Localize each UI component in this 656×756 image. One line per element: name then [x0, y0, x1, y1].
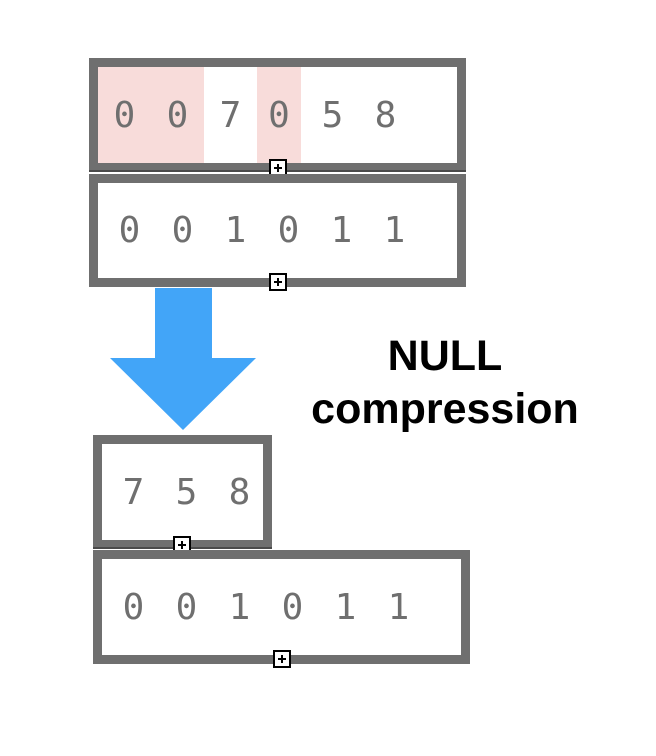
- input-flag-3: 0: [277, 210, 300, 251]
- output-value-0: 7: [122, 471, 145, 513]
- input-flag-4: 1: [330, 210, 353, 251]
- input-value-3: 0: [257, 67, 301, 163]
- output-flag-0: 0: [122, 586, 145, 628]
- operation-label-line2: compression: [311, 385, 579, 433]
- output-flag-4: 1: [334, 586, 357, 628]
- input-value-1: 0: [151, 67, 204, 163]
- input-flag-1: 0: [171, 210, 194, 251]
- input-values-vector: 0 0 7 0 5 8: [89, 58, 466, 172]
- input-flag-0: 0: [118, 210, 141, 251]
- input-value-0: 0: [98, 67, 151, 163]
- input-value-4: 5: [321, 94, 344, 136]
- operation-label: NULL compression: [290, 330, 600, 436]
- output-flag-5: 1: [387, 586, 410, 628]
- input-flags-expand-icon[interactable]: [269, 273, 287, 291]
- output-flags-vector: 0 0 1 0 1 1: [93, 550, 470, 664]
- down-arrow-icon: [110, 288, 256, 430]
- input-flag-5: 1: [383, 210, 406, 251]
- input-value-5: 8: [374, 94, 397, 136]
- output-value-2: 8: [228, 471, 251, 513]
- down-arrow-shape: [110, 288, 256, 430]
- output-flag-1: 0: [175, 586, 198, 628]
- output-value-1: 5: [175, 471, 198, 513]
- output-flag-2: 1: [228, 586, 251, 628]
- output-flag-3: 0: [281, 586, 304, 628]
- input-flag-2: 1: [224, 210, 247, 251]
- output-flags-expand-icon[interactable]: [273, 650, 291, 668]
- input-flags-vector: 0 0 1 0 1 1: [89, 174, 466, 287]
- output-values-vector: 7 5 8: [93, 435, 272, 549]
- input-values-expand-icon[interactable]: [269, 159, 287, 177]
- input-value-2: 7: [219, 94, 242, 136]
- operation-label-line1: NULL: [387, 332, 503, 380]
